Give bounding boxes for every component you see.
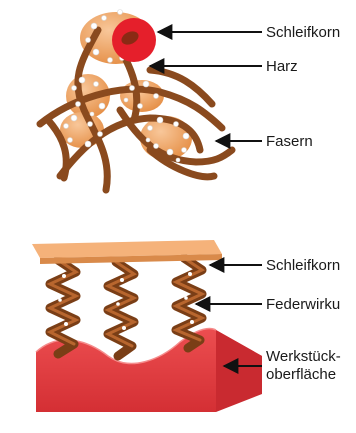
label-spring-effect: Federwirku (266, 296, 340, 313)
resin-grain (112, 18, 156, 62)
fiber-composite-illustration (40, 10, 232, 191)
grain-plate (32, 240, 222, 264)
surface-side-face (216, 330, 262, 412)
label-surface-line2: oberfläche (266, 366, 336, 383)
label-grain-bottom: Schleifkorn (266, 257, 340, 274)
label-resin: Harz (266, 58, 298, 75)
label-surface-line1: Werkstück- (266, 348, 341, 365)
label-grain-top: Schleifkorn (266, 24, 340, 41)
label-fibers: Fasern (266, 133, 313, 150)
